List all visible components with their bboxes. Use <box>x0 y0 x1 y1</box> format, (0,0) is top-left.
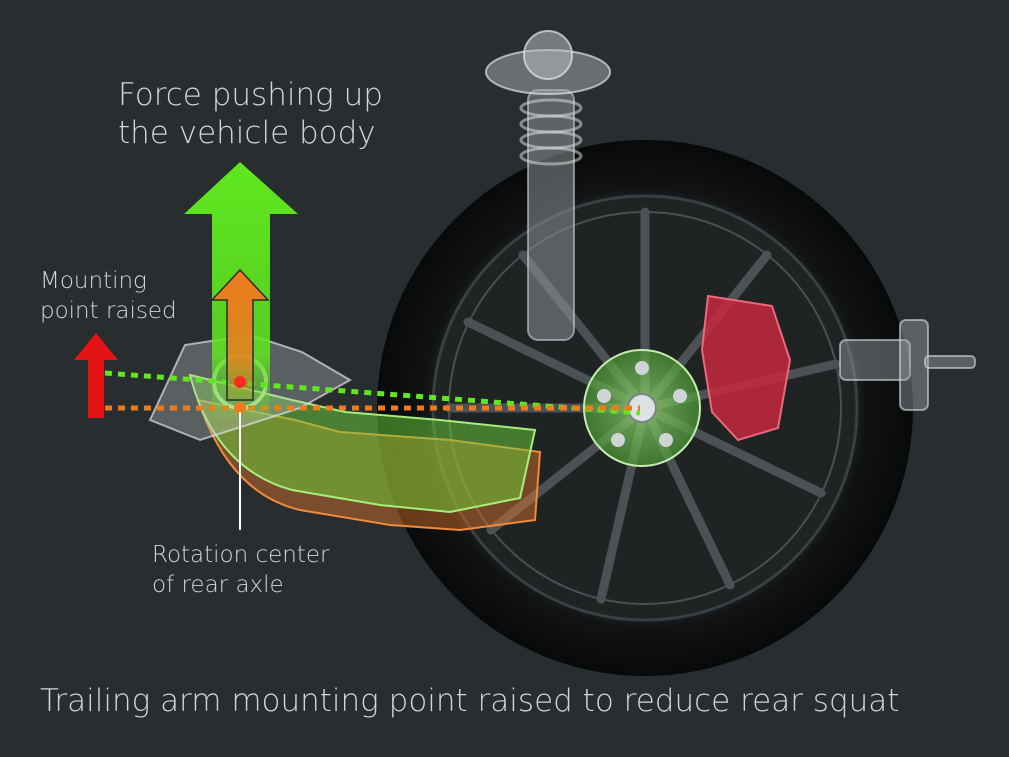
strut-cap <box>523 30 573 80</box>
mounting-label-line1: Mounting <box>40 268 147 294</box>
lug-nuts <box>597 361 687 447</box>
force-label-line2: the vehicle body <box>118 115 376 151</box>
rotation-label: Rotation center of rear axle <box>152 540 330 600</box>
raise-arrow-red <box>74 333 118 418</box>
mounting-label: Mounting point raised <box>40 266 177 326</box>
force-label: Force pushing up the vehicle body <box>118 76 383 152</box>
force-label-line1: Force pushing up <box>118 77 383 113</box>
rotation-label-line1: Rotation center <box>152 542 330 568</box>
brake-caliper <box>700 294 792 442</box>
shock-body <box>527 89 575 341</box>
raised-mount-point <box>234 376 246 388</box>
bump-stop-rings <box>519 98 583 166</box>
caption: Trailing arm mounting point raised to re… <box>40 683 900 719</box>
hub-center-cap <box>627 393 657 423</box>
mounting-label-line2: point raised <box>40 298 177 324</box>
original-mount-point <box>234 402 246 414</box>
force-arrow-orange <box>210 268 270 401</box>
knuckle-hardware <box>839 319 976 411</box>
strut-assembly <box>485 30 611 341</box>
rotation-label-line2: of rear axle <box>152 572 284 598</box>
